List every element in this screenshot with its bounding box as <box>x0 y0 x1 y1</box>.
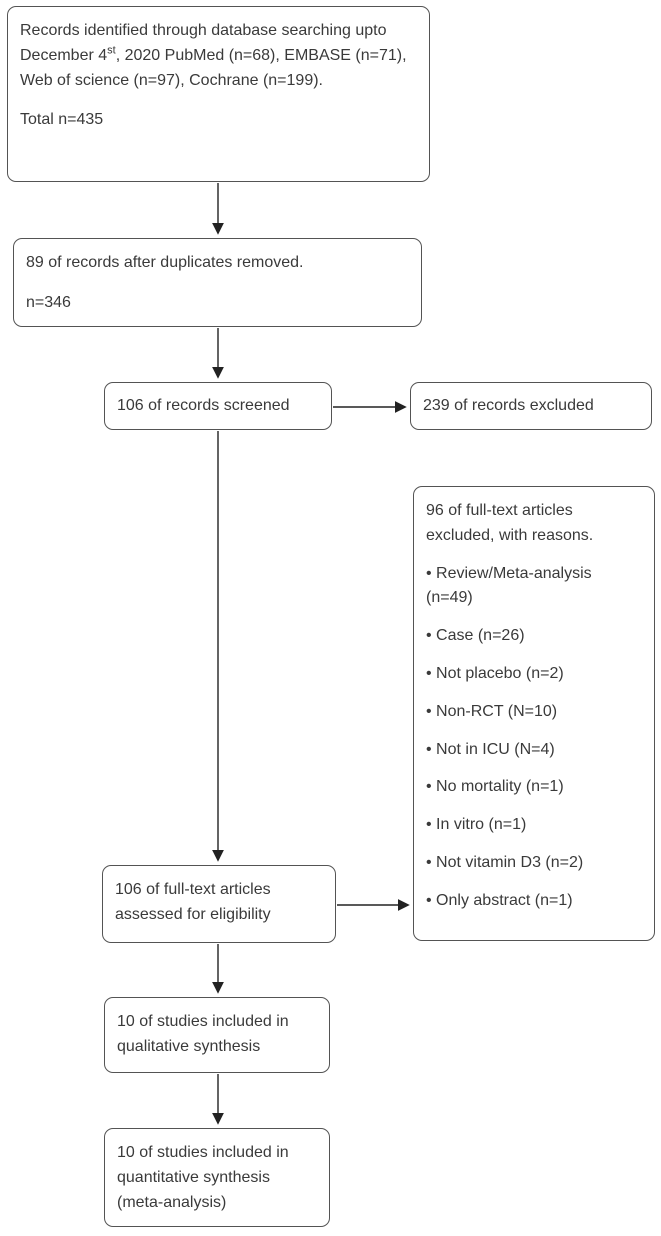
duplicates-removed-count: n=346 <box>26 293 71 311</box>
exclusion-reason: • Not placebo (n=2) <box>426 664 564 682</box>
records-identified-total: Total n=435 <box>20 111 104 129</box>
box-records-excluded: 239 of records excluded <box>410 382 652 430</box>
box-fulltext-excluded-reasons: 96 of full-text articles excluded, with … <box>413 486 655 941</box>
qualitative-synthesis-text: 10 of studies included in qualitative sy… <box>117 1013 289 1055</box>
fulltext-assessed-text: 106 of full-text articles assessed for e… <box>115 881 271 923</box>
box-qualitative-synthesis: 10 of studies included in qualitative sy… <box>104 997 330 1073</box>
fulltext-excluded-header: 96 of full-text articles excluded, with … <box>426 502 594 544</box>
duplicates-removed-text: 89 of records after duplicates removed. <box>26 254 304 271</box>
records-identified-text: Records identified through database sear… <box>20 22 407 89</box>
box-fulltext-assessed: 106 of full-text articles assessed for e… <box>102 865 336 943</box>
box-duplicates-removed: 89 of records after duplicates removed. … <box>13 238 422 327</box>
exclusion-reason: • Only abstract (n=1) <box>426 891 573 909</box>
exclusion-reason: • Non-RCT (N=10) <box>426 702 558 720</box>
records-screened-text: 106 of records screened <box>117 396 290 414</box>
exclusion-reason: • No mortality (n=1) <box>426 778 564 796</box>
exclusion-reason: • Review/Meta-analysis (n=49) <box>426 564 592 607</box>
box-records-identified: Records identified through database sear… <box>7 6 430 182</box>
box-records-screened: 106 of records screened <box>104 382 332 430</box>
records-excluded-text: 239 of records excluded <box>423 396 594 414</box>
ordinal-superscript: st <box>107 44 116 57</box>
exclusion-reason: • Not in ICU (N=4) <box>426 740 555 758</box>
quantitative-synthesis-text: 10 of studies included in quantitative s… <box>117 1144 289 1211</box>
exclusion-reason: • Case (n=26) <box>426 627 525 645</box>
exclusion-reason: • In vitro (n=1) <box>426 816 527 834</box>
exclusion-reason: • Not vitamin D3 (n=2) <box>426 853 584 871</box>
box-quantitative-synthesis: 10 of studies included in quantitative s… <box>104 1128 330 1227</box>
